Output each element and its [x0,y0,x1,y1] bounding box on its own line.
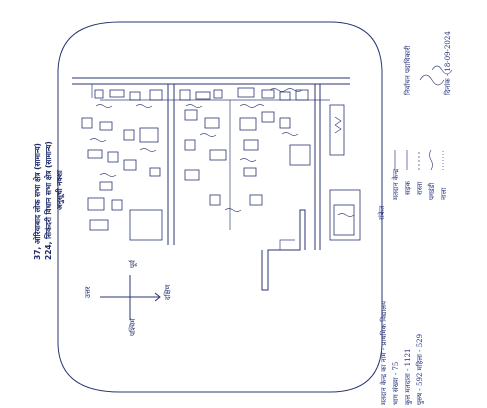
legend-item-0: संकेत [377,205,386,220]
map-title-line3: अनुसूची नक्शा [55,169,65,210]
building-labels [89,88,355,217]
compass-rose [100,275,161,320]
map-title-line2: 224, सिकंदरी विधान सभा क्षेत्र (सामान्य) [44,141,53,260]
map-title-line1: 37, ओरियाबाद लोक सभा क्षेत्र (सामान्य) [33,143,42,260]
compass-north: उत्तर [84,286,92,298]
signature-name: निर्वाचन पदाधिकारी [403,45,412,95]
note-line3: कुल मतदाता - 1121 [404,349,412,406]
note-line1: मतदान केन्द्र का नाम - प्राथमिक विद्यालय [379,300,388,405]
map-oval-border [57,21,383,393]
compass-south: दक्षिण [163,283,172,300]
signature-block: निर्वाचन पदाधिकारी दिनांक - 18-09-2024 [403,31,453,95]
legend-item-4: पगडंडी [427,183,436,200]
note-line4: पुरुष - 592 महिला - 529 [415,334,424,405]
legend-item-2: सड़क [404,181,412,195]
legend: संकेत मतदान केन्द्र सड़क रास्ता पगडंडी न… [377,149,448,220]
compass-west: पश्चिम [128,318,137,336]
bottom-notes: मतदान केन्द्र का नाम - प्राथमिक विद्यालय… [379,300,424,405]
legend-item-3: रास्ता [416,182,424,195]
buildings [81,87,361,241]
note-line2: भाग संख्या - 75 [392,362,400,405]
roads [72,77,350,291]
compass-east: पूर्व [128,259,137,268]
legend-item-1: मतदान केन्द्र [391,169,400,200]
signature-date: दिनांक - 18-09-2024 [443,31,452,95]
legend-item-5: नाला [440,188,448,200]
